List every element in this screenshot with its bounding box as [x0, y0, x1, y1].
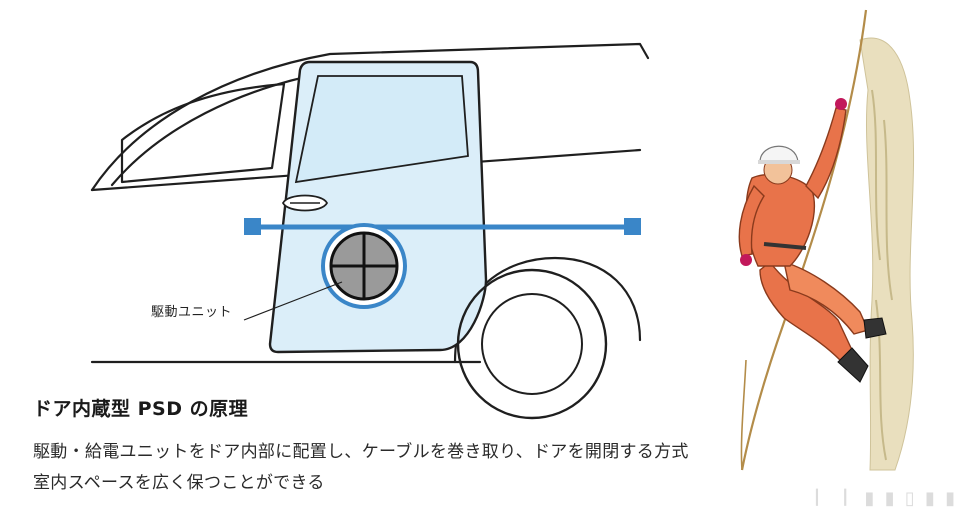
worker-arm-up	[805, 107, 847, 200]
callout-leader	[243, 281, 343, 321]
front-window	[120, 82, 286, 184]
worker-boot-1	[837, 347, 869, 383]
worker-glove-up	[835, 98, 847, 110]
description-line-2: 室内スペースを広く保つことができる	[33, 473, 325, 493]
drive-unit	[321, 223, 407, 309]
rescue-worker-illustration	[738, 9, 915, 471]
roof-line	[90, 42, 650, 192]
roof-inner-line	[110, 70, 332, 187]
drive-unit-label: 駆動ユニット	[151, 305, 233, 320]
cable-anchor-front	[244, 218, 261, 235]
description-line-1: 駆動・給電ユニットをドア内部に配置し、ケーブルを巻き取り、ドアを開閉する方式	[33, 442, 689, 462]
rear-wheel	[456, 268, 608, 420]
cable-anchor-rear	[624, 218, 641, 235]
worker-boot-2	[863, 317, 887, 339]
door-window	[294, 75, 469, 184]
helmet-icon	[759, 145, 799, 163]
diagram-title: ドア内蔵型 PSD の原理	[33, 398, 249, 420]
sliding-door	[268, 60, 488, 354]
worker-glove-down	[740, 254, 752, 266]
cable	[244, 218, 641, 235]
watermark: 丨 丨 ▮ ▮ ▯ ▮ ▮	[808, 488, 958, 509]
